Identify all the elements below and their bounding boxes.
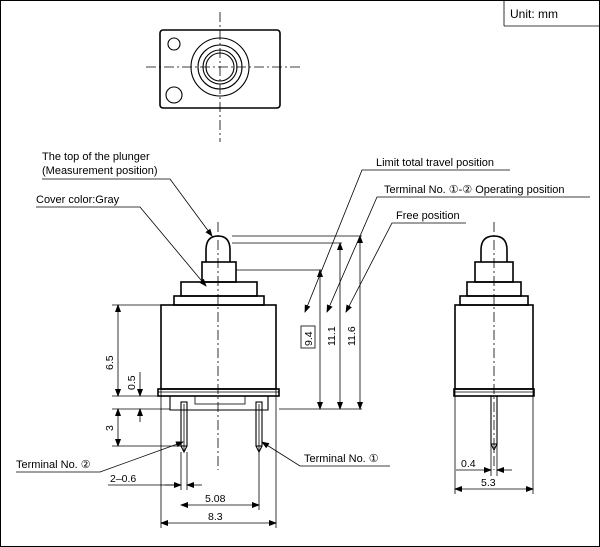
side-width-dimensions: 0.4 5.3 [454, 389, 534, 494]
callout-plunger-top: The top of the plunger [42, 151, 150, 163]
callout-free-position: Free position [396, 210, 460, 222]
dim-5-08: 5.08 [205, 493, 226, 505]
dim-9-4: 9.4 [303, 331, 315, 346]
unit-label: Unit: mm [510, 7, 558, 21]
callouts: The top of the plunger (Measurement posi… [16, 151, 590, 473]
dim-0-4: 0.4 [461, 458, 476, 470]
callout-terminal-2: Terminal No. ② [16, 459, 91, 471]
width-dimensions: 2–0.6 5.08 8.3 [108, 389, 277, 528]
dim-11-1: 11.1 [326, 326, 338, 346]
front-view [157, 222, 280, 470]
dim-8-3: 8.3 [208, 511, 223, 523]
switch-body [160, 304, 277, 390]
height-dimensions: 9.4 11.1 11.6 [232, 235, 363, 410]
dim-5-3: 5.3 [481, 477, 496, 489]
mounting-hole-bottom [165, 86, 183, 104]
top-view [146, 12, 300, 142]
callout-cover-color: Cover color:Gray [36, 194, 120, 206]
callout-limit-travel: Limit total travel position [376, 157, 494, 169]
side-view [453, 222, 535, 470]
dim-11-6: 11.6 [346, 326, 358, 346]
dim-9-4-box [300, 325, 316, 349]
left-dimensions: 6.5 0.5 3 [104, 304, 181, 447]
callout-terminal-1: Terminal No. ① [304, 453, 379, 465]
callout-measurement-position: (Measurement position) [42, 165, 158, 177]
unit-label-box: Unit: mm [503, 0, 600, 27]
mounting-hole-top [167, 37, 181, 51]
dim-0-5: 0.5 [126, 375, 138, 390]
dim-6-5: 6.5 [104, 355, 116, 370]
dim-2-0-6: 2–0.6 [110, 473, 136, 485]
callout-operating-position: Terminal No. ①-② Operating position [384, 184, 565, 196]
dim-3: 3 [104, 425, 116, 431]
